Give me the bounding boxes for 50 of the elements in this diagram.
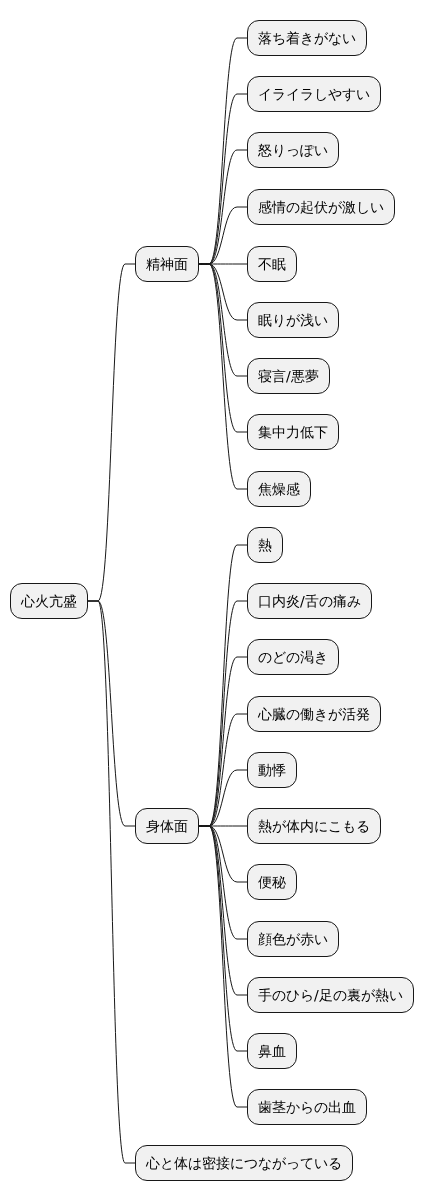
leaf-topic-box bbox=[247, 977, 414, 1013]
leaf-topic-box bbox=[247, 302, 339, 338]
topic-text: 口内炎/舌の痛み bbox=[258, 592, 361, 610]
leaf-topic-box bbox=[247, 864, 297, 900]
leaf-topic-box bbox=[247, 1089, 367, 1125]
branch-topic-box bbox=[135, 808, 199, 844]
topic-text: 落ち着きがない bbox=[258, 29, 356, 47]
connector-line bbox=[198, 263, 248, 490]
topic-text: 動悸 bbox=[258, 761, 286, 779]
topic-text: 心と体は密接につながっている bbox=[146, 1154, 342, 1172]
topic-text: 顔色が赤い bbox=[258, 930, 328, 948]
leaf-topic-box bbox=[247, 583, 372, 619]
topic-text: 感情の起伏が激しい bbox=[258, 198, 384, 216]
leaf-topic-box bbox=[247, 921, 339, 957]
topic-text: 心火亢盛 bbox=[21, 592, 77, 610]
topic-text: 不眠 bbox=[258, 255, 286, 273]
leaf-topic-box bbox=[247, 132, 339, 168]
branch-topic-box bbox=[135, 246, 199, 282]
topic-text: 便秘 bbox=[258, 873, 286, 891]
topic-text: 眠りが浅い bbox=[258, 311, 328, 329]
topic-text: 寝言/悪夢 bbox=[258, 367, 319, 385]
topic-text: のどの渇き bbox=[258, 648, 328, 666]
topic-text: 集中力低下 bbox=[258, 423, 328, 441]
leaf-topic-box bbox=[247, 527, 283, 563]
leaf-topic-box bbox=[247, 696, 381, 732]
topic-text: 熱 bbox=[258, 536, 272, 554]
topic-text: イライラしやすい bbox=[258, 85, 370, 103]
topic-text: 焦燥感 bbox=[258, 480, 300, 498]
topic-text: 精神面 bbox=[146, 255, 188, 273]
leaf-topic-box bbox=[247, 752, 297, 788]
leaf-topic-box bbox=[247, 20, 367, 56]
leaf-topic-box bbox=[247, 76, 381, 112]
topic-text: 歯茎からの出血 bbox=[258, 1098, 356, 1116]
leaf-topic-box bbox=[247, 1033, 297, 1069]
branch-topic-box bbox=[135, 1145, 353, 1181]
leaf-topic-box bbox=[247, 414, 339, 450]
topic-text: 鼻血 bbox=[258, 1042, 286, 1060]
leaf-topic-box bbox=[247, 639, 339, 675]
leaf-topic-box bbox=[247, 808, 381, 844]
leaf-topic-box bbox=[247, 471, 311, 507]
topic-text: 心臓の働きが活発 bbox=[258, 705, 370, 723]
leaf-topic-box bbox=[247, 189, 395, 225]
leaf-topic-box bbox=[247, 246, 297, 282]
connector-line bbox=[198, 825, 248, 1108]
topic-text: 熱が体内にこもる bbox=[258, 817, 370, 835]
topic-text: 身体面 bbox=[146, 817, 188, 835]
leaf-topic-box bbox=[247, 358, 330, 394]
topic-text: 手のひら/足の裏が熱い bbox=[258, 986, 403, 1004]
topic-text: 怒りっぽい bbox=[258, 141, 328, 159]
root-topic-box bbox=[10, 583, 88, 619]
